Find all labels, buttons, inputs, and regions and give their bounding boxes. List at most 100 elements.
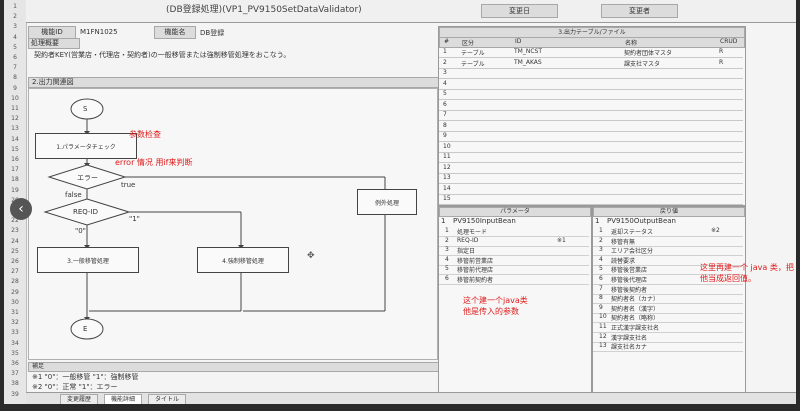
row-number[interactable]: 37 (11, 370, 19, 378)
item-n: 3 (599, 246, 603, 254)
row-number[interactable]: 34 (11, 339, 19, 347)
table-row[interactable]: 15 (439, 194, 743, 205)
row-number[interactable]: 5 (13, 43, 17, 51)
sheet-tab-bar: 変更履歴 機能詳細 タイトル (26, 392, 796, 404)
row-number[interactable]: 36 (11, 360, 19, 367)
table-row[interactable]: 10 (439, 142, 743, 153)
row-number[interactable]: 3 (13, 23, 17, 31)
item-n: 11 (599, 323, 607, 330)
entity-cell-n: 7 (443, 111, 447, 118)
normal-move-box: 3.一般移管処理 (37, 247, 139, 273)
item-n: 6 (599, 275, 603, 282)
entity-cell-id: TM_AKAS (514, 58, 542, 66)
tab-function-detail[interactable]: 機能詳細 (104, 394, 143, 404)
row-number[interactable]: 19 (11, 186, 19, 194)
row-number[interactable]: 4 (13, 33, 17, 41)
row-number[interactable]: 22 (11, 217, 19, 225)
item-name: 移管前契約者 (457, 277, 494, 284)
change-date-label: 変更日 (481, 4, 558, 18)
item-name: 読替要求 (611, 257, 636, 265)
end-node (70, 318, 104, 340)
row-number[interactable]: 14 (11, 135, 19, 143)
row-number[interactable]: 1 (13, 3, 17, 10)
row-number[interactable]: 2 (13, 13, 17, 21)
previous-page-button[interactable]: ‹ (10, 198, 32, 220)
table-row[interactable]: 3 (439, 68, 743, 79)
row-number[interactable]: 24 (11, 237, 19, 245)
row-number[interactable]: 15 (11, 145, 19, 153)
row-number[interactable]: 38 (11, 380, 19, 388)
row-number[interactable]: 25 (11, 247, 19, 255)
table-row[interactable]: 5 (439, 89, 743, 100)
table-row[interactable]: 8 (439, 121, 743, 132)
branch-1-label: "1" (129, 215, 140, 223)
row-number[interactable]: 30 (11, 298, 19, 306)
row-number[interactable]: 7 (13, 64, 17, 72)
table-row[interactable]: 4 (439, 79, 743, 90)
row-number[interactable]: 10 (11, 94, 19, 102)
item-name: 契約者名（漢字） (611, 305, 660, 313)
row-number[interactable]: 28 (11, 278, 19, 286)
branch-0-label: "0" (75, 227, 86, 235)
row-number[interactable]: 16 (11, 156, 19, 163)
row-number[interactable]: 8 (13, 74, 17, 82)
row-number[interactable]: 23 (11, 227, 19, 235)
entity-cell-n: 5 (443, 90, 447, 97)
table-row[interactable]: 13 (439, 173, 743, 184)
tab-change-history[interactable]: 変更履歴 (60, 394, 99, 404)
table-row[interactable]: 9 (439, 131, 743, 142)
return-annotation-2: 他当成返回值。 (700, 274, 756, 283)
tab-title[interactable]: タイトル (148, 394, 187, 404)
table-row[interactable]: 11 (439, 152, 743, 163)
function-id-value: M1FN1025 (80, 28, 118, 36)
row-number[interactable]: 32 (11, 319, 19, 327)
entity-cell-name: 課支社マスタ (624, 60, 661, 68)
table-row[interactable]: 12 (439, 163, 743, 174)
false-label: false (65, 191, 82, 199)
table-row[interactable]: 6 (439, 100, 743, 111)
row-number[interactable]: 29 (11, 288, 19, 296)
start-node (70, 98, 104, 120)
row-number[interactable]: 13 (11, 125, 19, 133)
row-number[interactable]: 26 (11, 258, 19, 265)
param-bean-annotation-1: 这个建一个java类 (463, 296, 528, 305)
row-number[interactable]: 39 (11, 390, 19, 398)
entity-table-header: # 区分 ID 名称 CRUD (439, 37, 745, 48)
row-number[interactable]: 18 (11, 176, 19, 184)
row-number[interactable]: 6 (13, 54, 17, 61)
row-number[interactable]: 11 (11, 105, 19, 112)
item-name: 契約者名（カナ） (611, 296, 660, 304)
row-number[interactable]: 27 (11, 268, 19, 276)
row-number[interactable]: 9 (13, 84, 17, 92)
row-number[interactable]: 17 (11, 166, 19, 174)
row-number[interactable]: 31 (11, 309, 19, 316)
table-row[interactable]: 7 (439, 110, 743, 121)
table-row[interactable]: 14 (439, 184, 743, 195)
row-number[interactable]: 35 (11, 349, 19, 357)
row-number[interactable]: 12 (11, 115, 19, 123)
entity-cell-n: 3 (443, 69, 447, 76)
row-number[interactable]: 33 (11, 329, 19, 337)
